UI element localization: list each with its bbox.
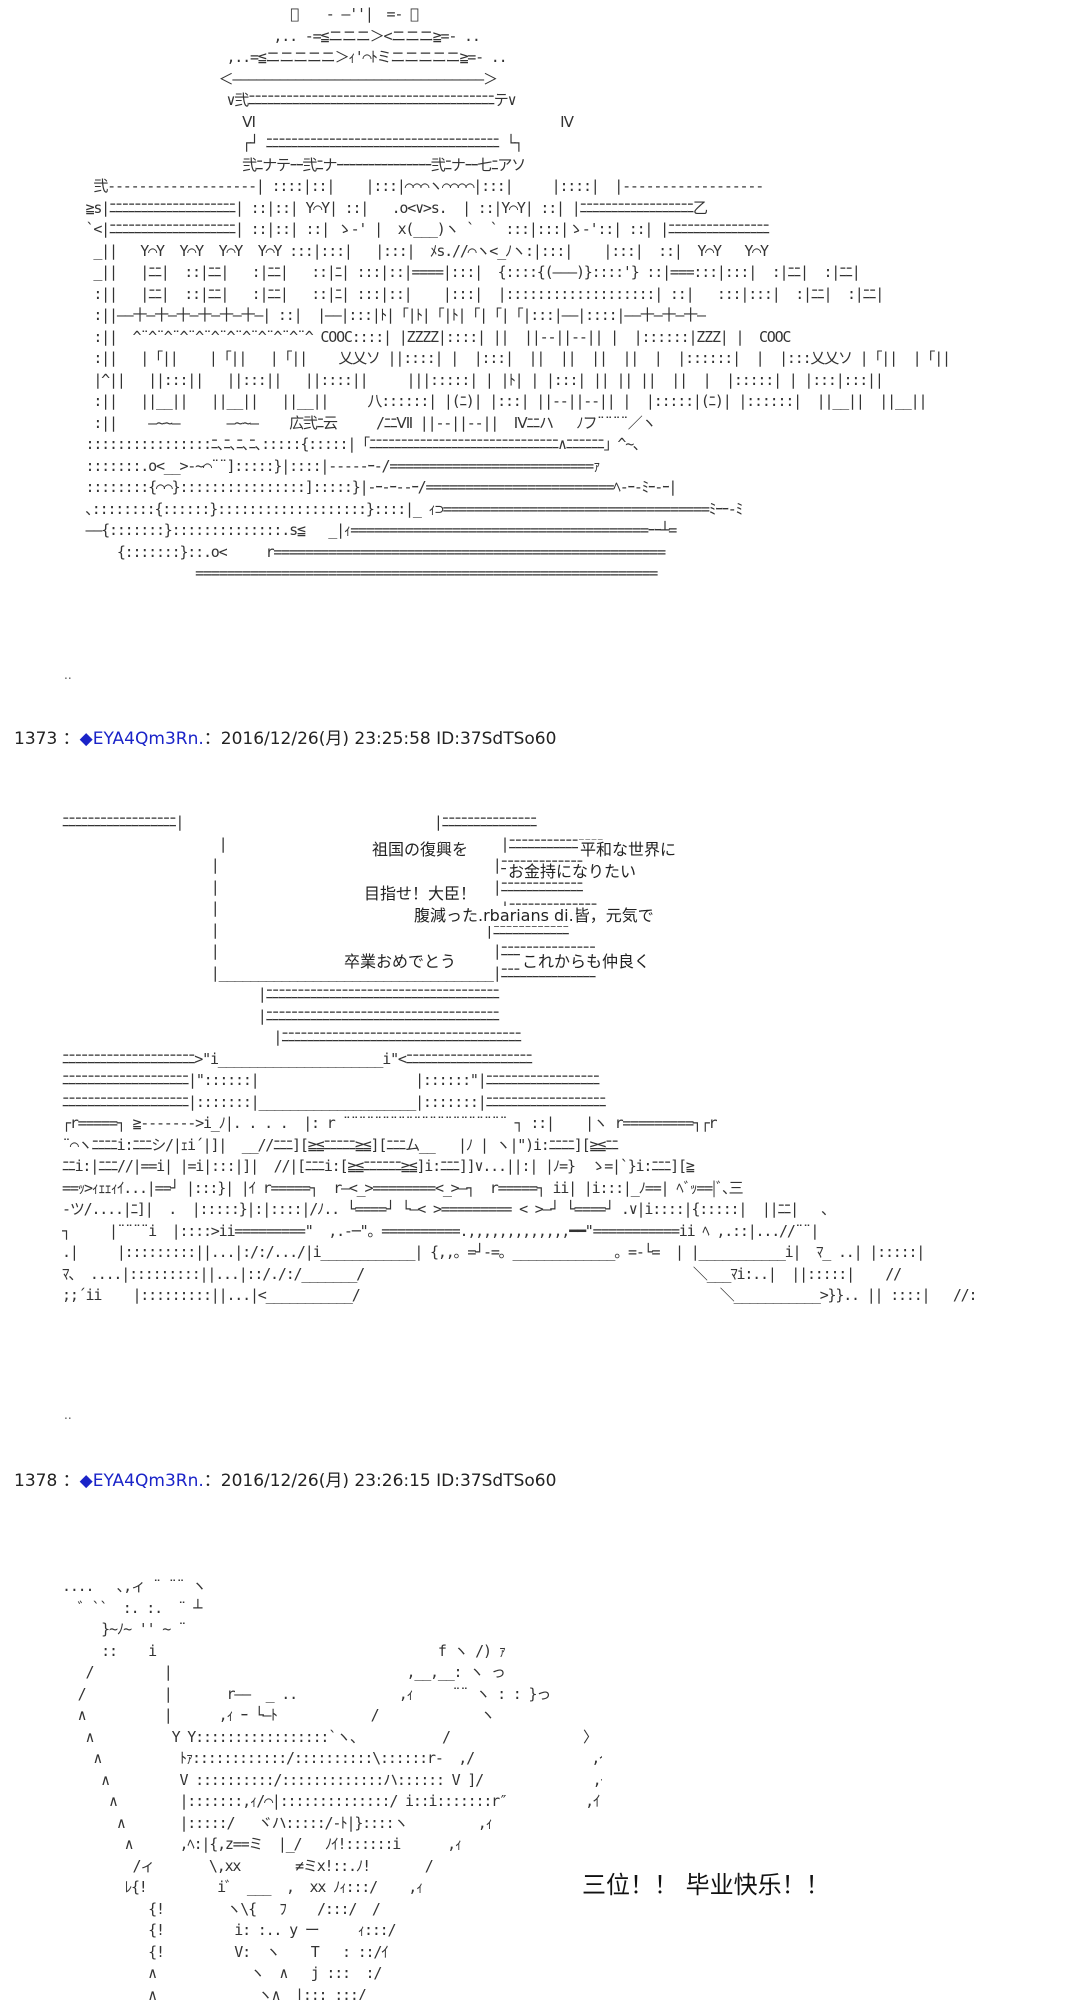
sign-text-line1-right: 平和な世界に bbox=[578, 840, 679, 860]
post-header: 1373 ：◆EYA4Qm3Rn.：2016/12/26(月) 23:25:58… bbox=[14, 728, 556, 750]
caption-text: 三位！！ 毕业快乐！！ bbox=[582, 1870, 830, 1900]
post-separator: ： bbox=[62, 729, 80, 749]
sign-text-line4: 腹減った.rbarians di.皆，元気で bbox=[412, 906, 656, 926]
sign-text-line2: お金持になりたい bbox=[506, 862, 639, 882]
poster-name: ◆EYA4Qm3Rn. bbox=[79, 1471, 204, 1491]
sign-text-line5-right: これからも仲良く bbox=[520, 952, 653, 972]
ellipsis-divider: .. bbox=[64, 668, 72, 682]
sign-text-line1-left: 祖国の復興を bbox=[370, 840, 471, 860]
ascii-art-castle: ﾞ - ―''| =‐ ､ ,.. -=≦ニニニ＞<ニニニ≧=- .. ,..=… bbox=[85, 5, 951, 582]
ascii-art-character: .... ､,ィ ¨ ¨¨ ヽ ゛`` :. :. ¨ ┴ }~ﾉ~ '' ~ … bbox=[62, 1577, 602, 2000]
post-number[interactable]: 1378 bbox=[14, 1471, 58, 1491]
sign-text-line3: 目指せ！大臣！ bbox=[362, 884, 479, 904]
ascii-art-school-building: ﾆﾆﾆﾆﾆﾆﾆﾆﾆﾆﾆﾆﾆﾆﾆﾆﾆﾆ| |ﾆﾆﾆﾆﾆﾆﾆﾆﾆﾆﾆﾆﾆﾆﾆ | |… bbox=[62, 813, 978, 1304]
post-meta: ：2016/12/26(月) 23:25:58 ID:37SdTSo60 bbox=[203, 729, 557, 749]
post-separator: ： bbox=[62, 1471, 80, 1491]
post-meta: ：2016/12/26(月) 23:26:15 ID:37SdTSo60 bbox=[203, 1471, 557, 1491]
ellipsis-divider: .. bbox=[64, 1408, 72, 1422]
post-number[interactable]: 1373 bbox=[14, 729, 58, 749]
post-header: 1378 ：◆EYA4Qm3Rn.：2016/12/26(月) 23:26:15… bbox=[14, 1470, 556, 1492]
sign-text-line5-left: 卒業おめでとう bbox=[342, 952, 459, 972]
poster-name: ◆EYA4Qm3Rn. bbox=[79, 729, 204, 749]
